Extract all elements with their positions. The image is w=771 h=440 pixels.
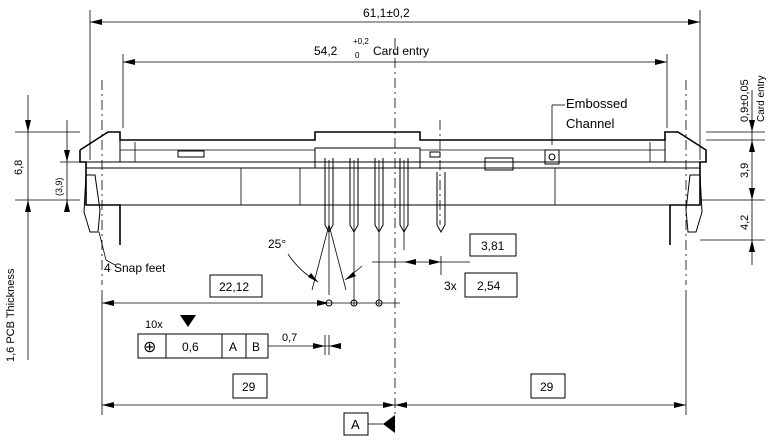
triangle-icon [180,315,196,327]
card-entry-label: Card entry [373,44,429,58]
contact-pins [324,158,446,305]
pitch-box-1-text: 3,81 [481,239,505,253]
snap-feet: 4 Snap feet [83,174,703,275]
card-entry-dimension: 54,2 +0,2 0 Card entry [122,37,668,128]
right-dim-1-label: Card entry [756,75,767,122]
pitch-box-2-text: 2,54 [477,279,501,293]
card-entry-tol-lower: 0 [355,51,360,60]
snap-feet-label: 4 Snap feet [104,261,166,275]
datum-a-text: A [351,417,360,432]
fcf-count: 10x [145,319,163,331]
angle-dimension: 25° [268,224,363,291]
card-entry-tol-upper: +0,2 [353,37,369,46]
pcb-thickness-label: 1,6 PCB Thickness [5,268,17,362]
tolerance-dim-text: 0,7 [282,332,297,344]
fcf-tolerance: 0,6 [182,340,199,354]
overall-width-dimension: 61,1±0,2 [89,6,701,160]
embossed-label-2: Channel [566,116,615,131]
half-width-dimensions: 29 29 [101,290,687,415]
distance-dimension: 22,12 [102,274,400,307]
left-dim-1-text: 6,8 [13,160,25,175]
angle-text: 25° [268,237,286,251]
datum-triangle-icon [383,415,395,433]
position-icon: ⊕ [143,339,156,356]
right-dim-3-text: 4,2 [739,215,751,230]
overall-width-text: 61,1±0,2 [363,6,410,20]
connector-body [79,131,707,245]
feature-control-frame: 10x ⊕ 0,6 A B 0,7 [137,315,341,359]
card-entry-width-text: 54,2 [314,44,338,58]
embossed-label-1: Embossed [566,96,627,111]
datum-a: A [343,412,395,436]
half-left-text: 29 [242,380,256,394]
right-dim-1-text: 0,9±0,05 [739,79,751,122]
embossed-channel-callout: Embossed Channel [544,96,627,165]
fcf-datum-b: B [252,340,260,354]
fcf-datum-a: A [229,340,237,354]
half-right-text: 29 [540,380,554,394]
pitch-dimensions: 3,81 3x 2,54 [372,233,518,298]
right-dimensions: 0,9±0,05 Card entry 3,9 4,2 [700,75,767,265]
right-dim-2-text: 3,9 [739,163,751,178]
pitch-prefix: 3x [444,279,457,293]
left-dim-2-text: (3,9) [54,177,64,196]
distance-box-text: 22,12 [219,280,249,294]
left-dimensions: 6,8 (3,9) 1,6 PCB Thickness [5,95,80,362]
